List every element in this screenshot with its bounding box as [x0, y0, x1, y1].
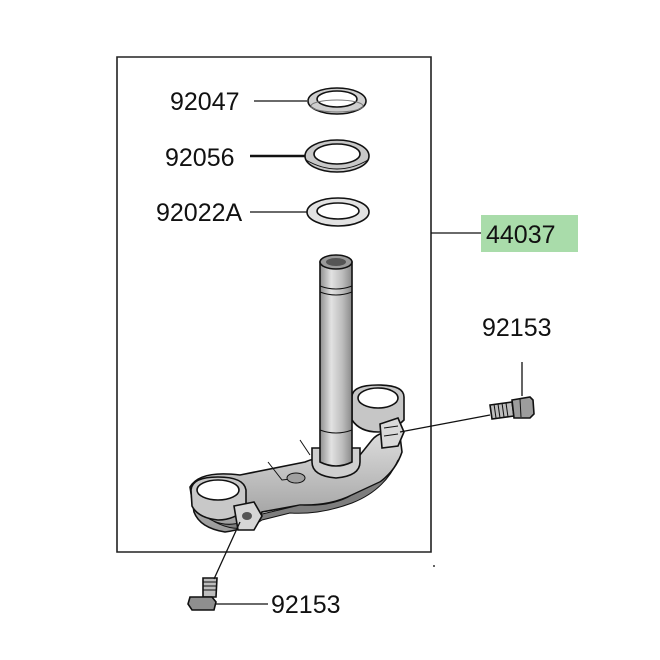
- bolt-right-leader-2: [399, 414, 491, 433]
- label-44037-highlight: [481, 215, 578, 252]
- assembly-frame: [116, 56, 432, 553]
- bolt-bottom-part: [187, 577, 218, 611]
- dust-seal-part: [307, 87, 367, 115]
- washer-part: [306, 197, 370, 227]
- bolt-right-part: [489, 396, 535, 420]
- label-44037: 44037: [486, 221, 556, 249]
- label-92056: 92056: [165, 144, 235, 172]
- stray-mark: [433, 565, 435, 567]
- label-92047: 92047: [170, 88, 240, 116]
- label-92153-right: 92153: [482, 314, 552, 342]
- label-92153-bottom: 92153: [271, 591, 341, 619]
- label-92022A: 92022A: [156, 199, 243, 227]
- bearing-part: [304, 139, 370, 173]
- bolt-bottom-leader-1: [213, 521, 241, 580]
- steering-stem-part: [189, 254, 405, 533]
